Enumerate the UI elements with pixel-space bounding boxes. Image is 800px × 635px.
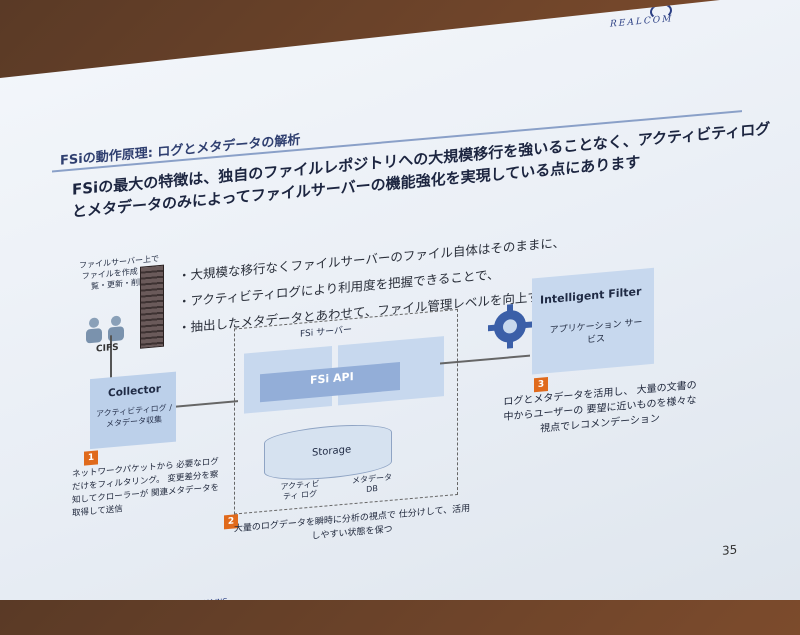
collector-note: ネットワークパケットから 必要なログだけをフィルタリング。 変更差分を察知してク… bbox=[72, 456, 219, 519]
metadata-db-label: メタデータ DB bbox=[352, 472, 392, 494]
company-logo: REALCOM bbox=[610, 14, 674, 30]
gear-icon bbox=[488, 304, 532, 349]
page-number: 35 bbox=[722, 542, 738, 558]
cifs-label: CIFS bbox=[96, 342, 119, 355]
cifs-connector bbox=[110, 335, 112, 382]
projected-slide: REALCOM FSiの動作原理: ログとメタデータの解析 FSiの最大の特徴は… bbox=[0, 0, 800, 600]
intelligent-filter-note: ログとメタデータを活用し、 大量の文書の中からユーザーの 要望に近いものを様々な… bbox=[503, 380, 697, 435]
users-icon bbox=[86, 315, 124, 344]
activity-log-label: アクティビティ ログ bbox=[280, 479, 320, 502]
file-server-icon bbox=[140, 264, 164, 349]
footer-copyright: Private & Confidential Copyright © 2007 … bbox=[34, 596, 230, 623]
step-number-1: 1 bbox=[84, 450, 98, 466]
arrow-collector-to-fsi bbox=[176, 400, 238, 408]
step-number-3: 3 bbox=[534, 377, 548, 393]
